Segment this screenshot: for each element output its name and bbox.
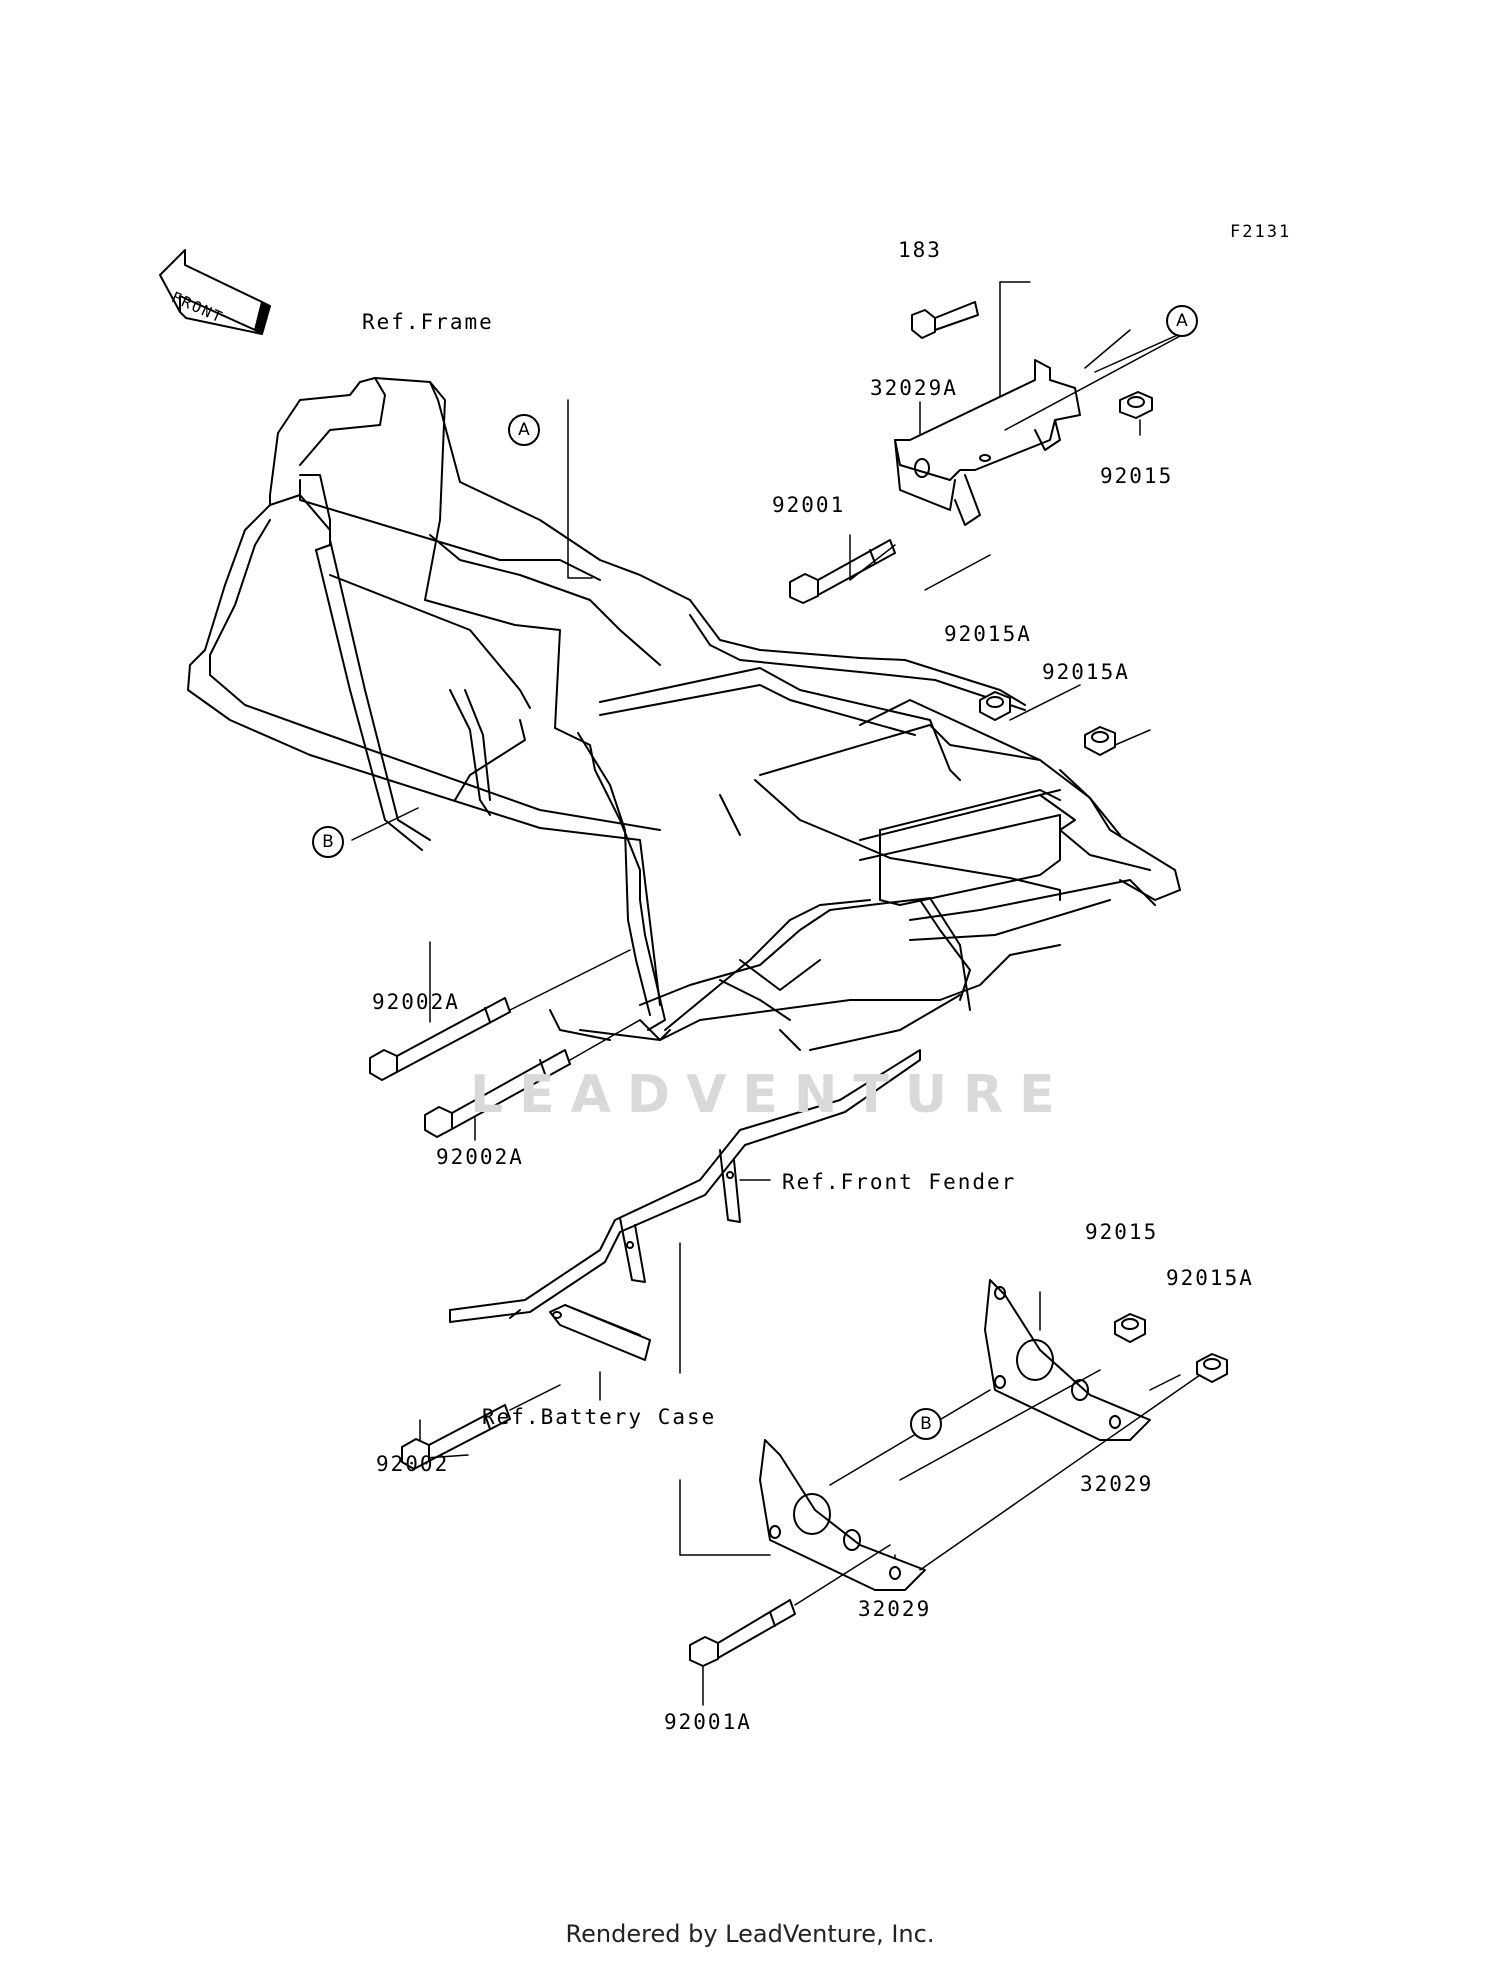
leader-lines [352,282,1182,1705]
front-fender-bracket-drawing [450,1050,920,1322]
bolt-92001a-icon [690,1600,795,1666]
part-183-label: 183 [898,238,942,262]
part-92002a-2-label: 92002A [436,1145,524,1169]
nut-92015-low-icon [1115,1314,1145,1342]
part-92015-top-label: 92015 [1100,464,1174,488]
bolt-92002a-1-icon [370,998,510,1080]
main-frame-drawing [188,378,1180,1050]
watermark-text: LEADVENTURE [470,1065,1071,1125]
part-32029-right-label: 32029 [1080,1472,1154,1496]
bolt-92002a-2-icon [425,1050,570,1137]
ref-front-fender-label: Ref.Front Fender [782,1170,1017,1194]
callout-b-frame: B [312,826,344,858]
callout-a-top: A [1166,305,1198,337]
part-92015-low-label: 92015 [1085,1220,1159,1244]
bolt-183-icon [912,302,978,338]
battery-case-strap-drawing [550,1305,650,1360]
bracket-32029-right-drawing [985,1280,1150,1440]
nut-92015a-2-icon [1085,727,1115,755]
callout-a-frame: A [508,414,540,446]
nut-92015a-3-icon [1197,1354,1227,1382]
callout-b-bracket: B [910,1408,942,1440]
footer-credit: Rendered by LeadVenture, Inc. [565,1920,935,1948]
front-arrow-icon [160,250,270,334]
figure-code: F2131 [1230,222,1292,242]
part-92002-label: 92002 [376,1452,450,1476]
part-92015a-3-label: 92015A [1166,1266,1254,1290]
part-92002a-1-label: 92002A [372,990,460,1014]
bolt-92002-icon [402,1405,510,1469]
part-32029-left-label: 32029 [858,1597,932,1621]
part-92015a-2-label: 92015A [1042,660,1130,684]
nut-92015-top-icon [1120,392,1152,418]
part-92015a-1-label: 92015A [944,622,1032,646]
part-92001-label: 92001 [772,493,846,517]
assembly-leader-lines [510,335,1200,1605]
bracket-32029a-drawing [895,360,1080,525]
ref-battery-case-label: Ref.Battery Case [482,1405,717,1429]
part-92001a-label: 92001A [664,1710,752,1734]
nut-92015a-1-icon [980,692,1010,720]
ref-frame-label: Ref.Frame [362,310,494,334]
part-32029a-label: 32029A [870,376,958,400]
bracket-32029-left-drawing [760,1440,925,1590]
bolt-92001-icon [790,540,895,603]
